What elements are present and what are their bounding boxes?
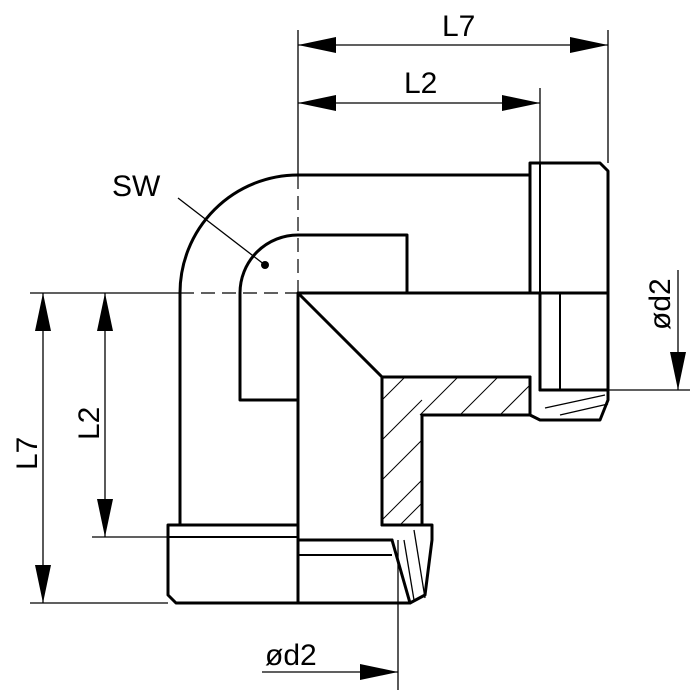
wrench-flat [238,233,409,402]
wrench-leader: SW [112,170,269,269]
label-top-outer: L7 [442,10,475,43]
right-thread-end [528,161,610,422]
label-left-inner: L2 [73,407,106,440]
label-left-outer: L7 [11,437,44,470]
label-wrench: SW [112,170,161,203]
dimension-left-outer: L7 [11,293,51,603]
label-diameter-right: ød2 [644,278,677,330]
bottom-thread-end [166,523,434,605]
dimension-diameter-right: ød2 [644,270,686,390]
elbow-body [178,173,542,542]
extension-lines [30,30,690,690]
hatch-lines [381,376,531,526]
dimension-top-outer: L7 [298,10,608,53]
dimension-top-inner: L2 [298,67,540,111]
label-top-inner: L2 [404,67,437,100]
dimension-diameter-bottom: ød2 [262,639,398,680]
right-thread-outline [528,161,610,422]
dimension-left-inner: L2 [73,293,113,537]
label-diameter-bottom: ød2 [265,639,317,672]
hatched-wall [380,375,532,527]
outer-contour [178,173,532,527]
